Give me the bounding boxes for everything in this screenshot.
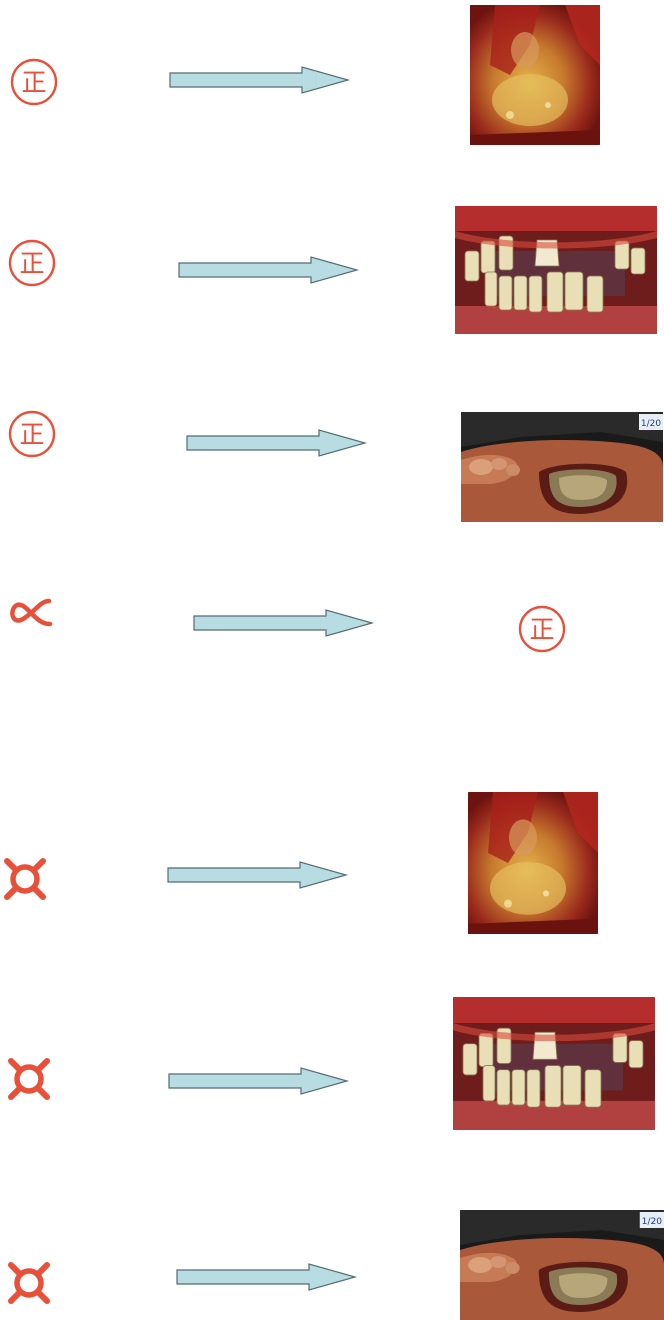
seal-circle-icon [7, 55, 61, 109]
right-arrow-icon [185, 428, 369, 458]
seal-circle-icon [515, 602, 569, 656]
teeth-gums-photo [453, 997, 655, 1130]
currency-sign-icon [0, 852, 52, 906]
proportional-sign-icon [4, 584, 58, 638]
palate-lesion-photo [470, 5, 600, 145]
palate-lesion-photo [468, 792, 598, 934]
seal-circle-icon [5, 407, 59, 461]
right-arrow-icon [192, 608, 376, 638]
right-arrow-icon [166, 860, 350, 890]
right-arrow-icon [177, 255, 361, 285]
currency-sign-icon [2, 1256, 56, 1310]
foot-ulcer-photo [461, 412, 663, 522]
currency-sign-icon [2, 1052, 56, 1106]
teeth-gums-photo [455, 206, 657, 334]
right-arrow-icon [167, 1066, 351, 1096]
foot-ulcer-photo [460, 1210, 664, 1320]
right-arrow-icon [168, 65, 352, 95]
seal-circle-icon [5, 236, 59, 290]
right-arrow-icon [175, 1262, 359, 1292]
